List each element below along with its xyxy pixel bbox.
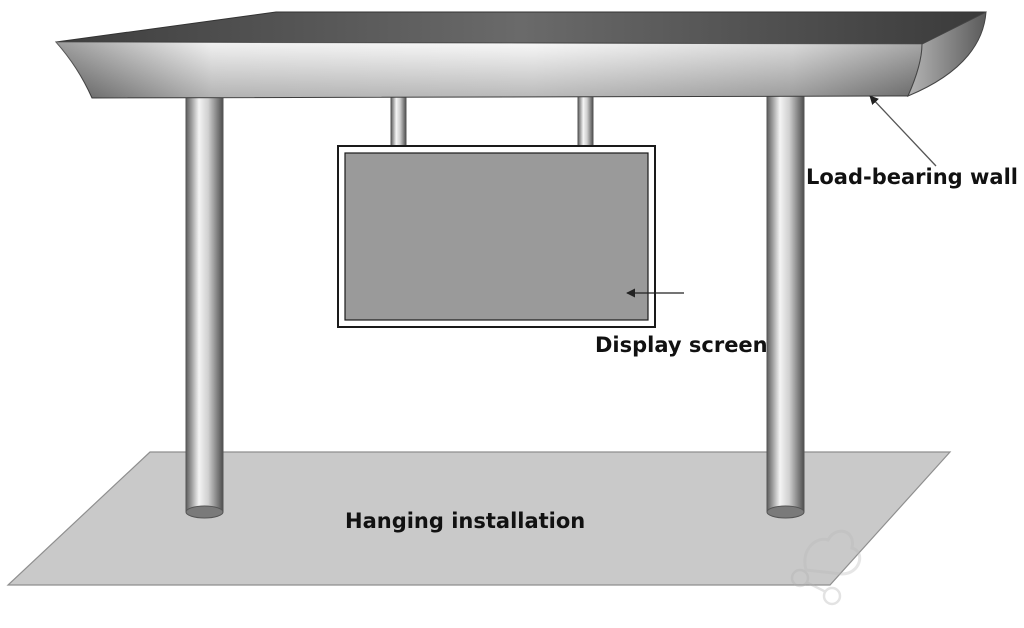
hanging-installation-label: Hanging installation — [345, 509, 586, 533]
right-pillar — [766, 91, 805, 519]
load-bearing-wall-arrow — [869, 95, 937, 167]
display-screen-label: Display screen — [595, 333, 768, 357]
left-pillar — [185, 91, 224, 519]
right-hanging-rod — [577, 91, 594, 149]
left-hanging-rod — [390, 91, 407, 149]
watermark-logo-icon — [790, 529, 862, 606]
roof-beam — [54, 11, 987, 99]
load-bearing-wall-label: Load-bearing wall — [806, 165, 1018, 189]
display-screen — [337, 145, 656, 328]
floor-slab — [6, 451, 952, 586]
